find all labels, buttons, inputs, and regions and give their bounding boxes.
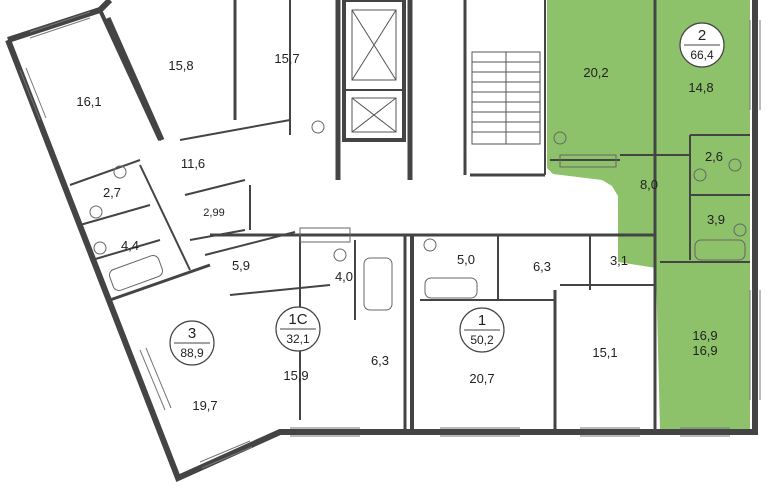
room-area-label: 19,7 [192,398,217,413]
unit-marker-3[interactable]: 3 88,9 [169,320,215,366]
unit-area: 50,2 [470,333,494,347]
room-labels: 16,1 15,8 15,7 11,6 2,7 2,99 4,4 19,7 5,… [76,51,725,413]
room-area-label: 8,0 [640,177,658,192]
unit-area: 32,1 [286,332,310,346]
apartment-2-fill [547,0,750,430]
room-area-label: 2,7 [103,185,121,200]
room-area-label: 20,7 [469,371,494,386]
room-area-label: 6,3 [533,259,551,274]
room-area-label: 3,1 [610,253,628,268]
room-area-label: 15,8 [168,58,193,73]
room-area-label: 2,6 [705,149,723,164]
room-area-label: 20,2 [583,65,608,80]
room-area-label: 15,7 [274,51,299,66]
room-area-label: 5,9 [232,258,250,273]
bathtubs [89,120,747,311]
room-area-label: 4,0 [335,269,353,284]
room-area-label: 6,3 [371,353,389,368]
room-area-label: 15,9 [283,368,308,383]
unit-area: 88,9 [180,346,204,360]
room-area-label: 16,9 [692,343,717,358]
unit-number: 2 [698,27,706,44]
room-area-label: 4,4 [121,238,139,253]
highlighted-apartment[interactable] [547,0,750,430]
unit-number: 3 [188,325,196,342]
room-area-label: 5,0 [457,252,475,267]
unit-number: 1С [288,311,307,328]
unit-marker-1c[interactable]: 1С 32,1 [275,306,321,352]
room-area-label: 2,99 [203,207,224,219]
unit-number: 1 [478,312,486,329]
elevator-shafts [351,9,397,133]
unit-marker-1[interactable]: 1 50,2 [459,307,505,353]
staircase [471,51,541,145]
unit-area: 66,4 [690,48,714,62]
room-area-label: 15,1 [592,345,617,360]
room-area-label: 14,8 [688,80,713,95]
unit-marker-2[interactable]: 2 66,4 [679,22,725,68]
room-area-label: 3,9 [707,212,725,227]
room-area-label: 16,1 [76,94,101,109]
room-area-label: 11,6 [181,156,205,171]
room-area-label: 16,9 [692,328,717,343]
windows [19,11,761,469]
